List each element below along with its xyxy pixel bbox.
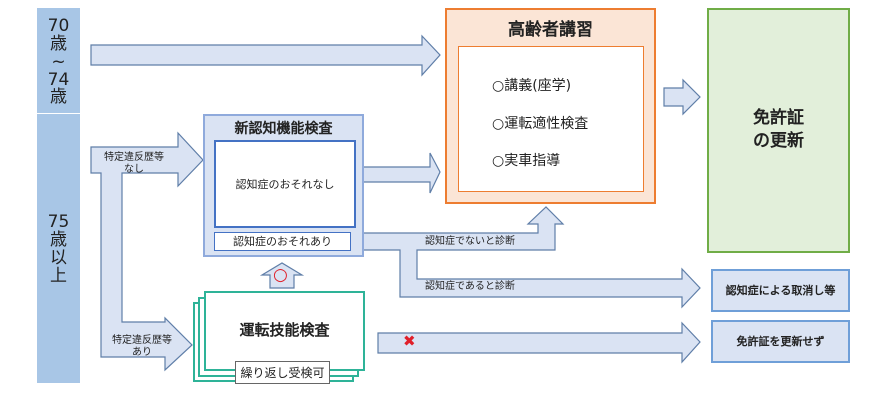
- lecture-item: ○実車指導: [492, 153, 561, 169]
- driving-test-box: 運転技能検査: [204, 291, 365, 371]
- lecture-item: ○講義(座学): [492, 78, 572, 94]
- no-risk-result: 認知症のおそれなし: [214, 140, 356, 228]
- revoke-label: 認知症による取消し等: [725, 284, 836, 297]
- arrow-fail-to-no-renewal: [377, 321, 701, 364]
- arrow-pass-up: [259, 262, 305, 289]
- renewal-box: 免許証 の更新: [707, 8, 850, 253]
- arrow-lecture-to-renewal: [663, 78, 701, 116]
- no-renewal-label: 免許証を更新せず: [736, 335, 825, 348]
- age-label: 歳: [50, 87, 67, 108]
- age-label: 上: [50, 265, 67, 286]
- age-group-70-74: 70 歳 ~ 74 歳: [37, 8, 80, 113]
- arrow-70-74-to-lecture: [90, 34, 441, 77]
- driving-test-title: 運転技能検査: [239, 321, 330, 339]
- not-dementia-label: 認知症でないと診断: [425, 236, 515, 247]
- age-label: 歳: [50, 33, 67, 54]
- lecture-title: 高齢者講習: [508, 20, 593, 40]
- arrow-no-violation: [90, 131, 204, 372]
- lecture-box: 高齢者講習 ○講義(座学) ○運転適性検査 ○実車指導: [445, 8, 656, 204]
- lecture-items: ○講義(座学) ○運転適性検査 ○実車指導: [458, 46, 644, 192]
- no-risk-label: 認知症のおそれなし: [235, 178, 335, 191]
- retake-note: 繰り返し受検可: [235, 361, 330, 384]
- risk-result: 認知症のおそれあり: [214, 232, 351, 251]
- age-label: 74: [47, 69, 70, 90]
- fail-cross-icon: ✖: [403, 332, 416, 350]
- renewal-line: 免許証: [753, 108, 804, 128]
- cognitive-test-box: 新認知機能検査 認知症のおそれなし 認知症のおそれあり: [203, 114, 364, 257]
- label-line: 特定違反歴等: [112, 335, 172, 346]
- no-renewal-box: 免許証を更新せず: [711, 320, 850, 363]
- dementia-label: 認知症であると診断: [425, 281, 515, 292]
- cognitive-test-title: 新認知機能検査: [234, 121, 333, 137]
- age-label: 75: [47, 212, 70, 232]
- no-violation-label: 特定違反歴等 なし: [92, 152, 176, 176]
- arrow-risk-branch: [349, 206, 701, 309]
- risk-label: 認知症のおそれあり: [233, 235, 332, 248]
- renewal-line: の更新: [753, 131, 804, 151]
- pass-circle-icon: ○: [273, 265, 288, 285]
- label-line: あり: [132, 347, 152, 358]
- violation-label: 特定違反歴等 あり: [100, 335, 184, 359]
- age-label: 70: [47, 16, 70, 36]
- age-label: ~: [51, 51, 66, 72]
- label-line: 特定違反歴等: [104, 152, 164, 163]
- label-line: なし: [124, 164, 144, 175]
- retake-label: 繰り返し受検可: [240, 366, 325, 380]
- age-group-75-plus: 75 歳 以 上: [37, 114, 80, 383]
- revoke-box: 認知症による取消し等: [711, 269, 850, 312]
- age-label: 以: [50, 247, 67, 268]
- age-label: 歳: [50, 229, 67, 250]
- lecture-item: ○運転適性検査: [492, 116, 589, 132]
